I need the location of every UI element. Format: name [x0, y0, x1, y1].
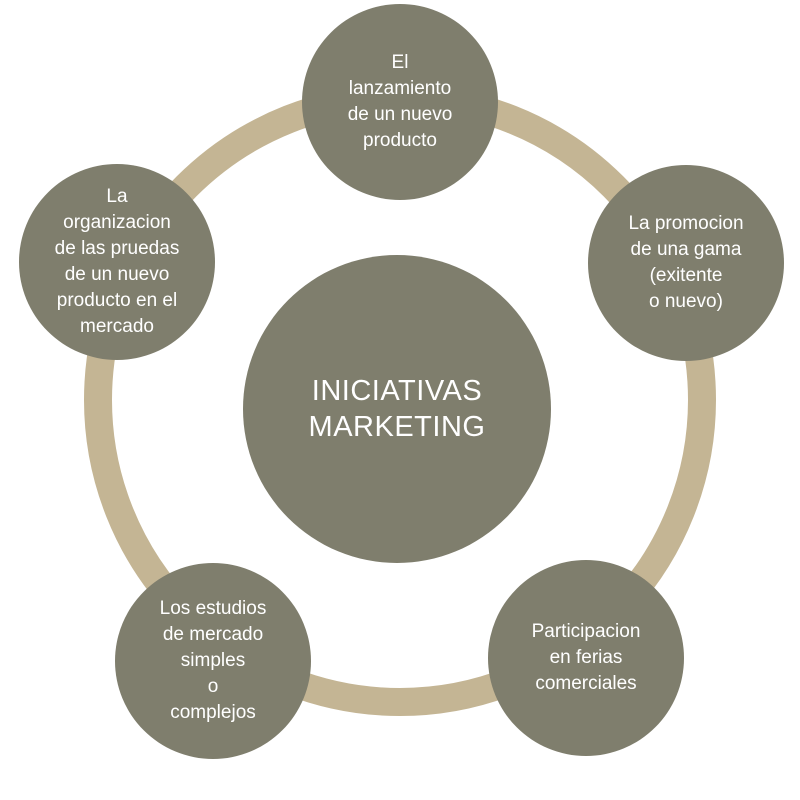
- center-circle: INICIATIVAS MARKETING: [243, 255, 551, 563]
- node-top-label: El lanzamiento de un nuevo producto: [347, 52, 453, 151]
- node-bottom-right: Participacion en ferias comerciales: [488, 560, 684, 756]
- node-left: La organizacion de las pruedas de un nue…: [19, 164, 215, 360]
- node-bottom-right-label: Participacion en ferias comerciales: [531, 621, 641, 694]
- node-top: El lanzamiento de un nuevo producto: [302, 4, 498, 200]
- node-bottom-left-label: Los estudios de mercado simples o comple…: [159, 598, 267, 723]
- center-label: INICIATIVAS MARKETING: [308, 375, 486, 443]
- node-left-label: La organizacion de las pruedas de un nue…: [54, 186, 180, 337]
- node-right: La promocion de una gama (exitente o nue…: [588, 165, 784, 361]
- node-right-label: La promocion de una gama (exitente o nue…: [628, 213, 744, 312]
- node-bottom-left: Los estudios de mercado simples o comple…: [115, 563, 311, 759]
